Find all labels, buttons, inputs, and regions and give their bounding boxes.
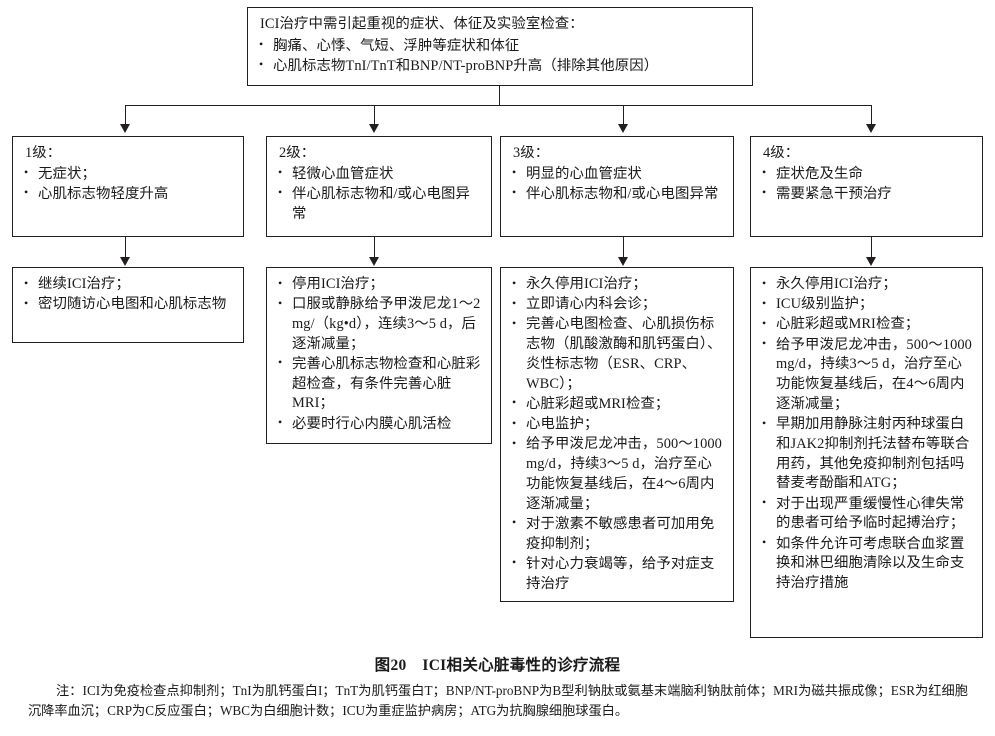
list-item: 早期加用静脉注射丙种球蛋白和JAK2抑制剂托法替布等联合用药，其他免疫抑制剂包括… <box>761 415 972 494</box>
treatment-grade-2-box: 停用ICI治疗； 口服或静脉给予甲泼尼龙1～2 mg/（kg•d），连续3～5 … <box>266 267 492 444</box>
list-item: ICU级别监护； <box>761 295 972 315</box>
grade-3-box: 3级： 明显的心血管症状 伴心肌标志物和/或心电图异常 <box>500 136 734 237</box>
connector-grade-1-to-treatment <box>125 237 127 257</box>
figure-caption: 图20 ICI相关心脏毒性的诊疗流程 <box>374 657 621 674</box>
list-item: 对于出现严重缓慢性心律失常的患者可给予临时起搏治疗； <box>761 494 972 534</box>
connector-to-grade-1 <box>125 105 127 124</box>
connector-to-grade-3 <box>623 105 625 124</box>
list-item: 如条件允许可考虑联合血浆置换和淋巴细胞清除以及生命支持治疗措施 <box>761 534 972 594</box>
list-item: 立即请心内科会诊； <box>511 295 723 315</box>
treatment-grade-3-box: 永久停用ICI治疗； 立即请心内科会诊； 完善心电图检查、心肌损伤标志物（肌酸激… <box>500 267 734 602</box>
list-item: 给予甲泼尼龙冲击，500～1000 mg/d，持续3～5 d，治疗至心功能恢复基… <box>761 335 972 415</box>
list-item: 停用ICI治疗； <box>277 275 481 295</box>
list-item: 伴心肌标志物和/或心电图异常 <box>511 184 723 205</box>
list-item: 完善心肌标志物检查和心脏彩超检查，有条件完善心脏MRI； <box>277 354 481 414</box>
connector-to-grade-4 <box>871 105 873 124</box>
list-item: 给予甲泼尼龙冲击，500～1000 mg/d，持续3～5 d，治疗至心功能恢复基… <box>511 435 723 514</box>
list-item: 心脏彩超或MRI检查； <box>511 394 723 415</box>
connector-grade-3-to-treatment <box>623 237 625 257</box>
grade-2-list: 轻微心血管症状 伴心肌标志物和/或心电图异常 <box>277 164 481 225</box>
arrowhead-to-treatment-1 <box>120 257 130 266</box>
list-item: 明显的心血管症状 <box>511 164 723 185</box>
grade-2-box: 2级： 轻微心血管症状 伴心肌标志物和/或心电图异常 <box>266 136 492 237</box>
header-box-title: ICI治疗中需引起重视的症状、体征及实验室检查： <box>260 16 584 32</box>
header-criteria-box: ICI治疗中需引起重视的症状、体征及实验室检查： 胸痛、心悸、气短、浮肿等症状和… <box>247 7 753 86</box>
list-item: 轻微心血管症状 <box>277 164 481 185</box>
grade-4-title: 4级： <box>763 145 800 161</box>
list-item: 心电监护； <box>511 415 723 435</box>
list-item: 永久停用ICI治疗； <box>511 275 723 295</box>
list-item: 永久停用ICI治疗； <box>761 275 972 295</box>
treatment-grade-1-box: 继续ICI治疗； 密切随访心电图和心肌标志物 <box>12 267 244 343</box>
grade-3-list: 明显的心血管症状 伴心肌标志物和/或心电图异常 <box>511 164 723 205</box>
grade-2-title: 2级： <box>279 145 316 161</box>
list-item: 必要时行心内膜心肌活检 <box>277 414 481 435</box>
list-item: 伴心肌标志物和/或心电图异常 <box>277 184 481 224</box>
list-item: 需要紧急干预治疗 <box>761 184 972 205</box>
treatment-grade-4-box: 永久停用ICI治疗； ICU级别监护； 心脏彩超或MRI检查； 给予甲泼尼龙冲击… <box>750 267 983 638</box>
header-box-list: 胸痛、心悸、气短、浮肿等症状和体征 心肌标志物TnI/TnT和BNP/NT-pr… <box>258 36 742 77</box>
list-item: 心肌标志物轻度升高 <box>23 184 233 205</box>
arrowhead-to-grade-1 <box>120 124 130 133</box>
connector-grade-4-to-treatment <box>871 237 873 257</box>
figure-footnote: 注：ICI为免疫检查点抑制剂；TnI为肌钙蛋白I；TnT为肌钙蛋白T；BNP/N… <box>28 681 968 721</box>
grade-3-title: 3级： <box>513 145 550 161</box>
connector-to-grade-2 <box>374 105 376 124</box>
list-item: 胸痛、心悸、气短、浮肿等症状和体征 <box>258 36 742 57</box>
arrowhead-to-grade-2 <box>369 124 379 133</box>
treatment-4-list: 永久停用ICI治疗； ICU级别监护； 心脏彩超或MRI检查； 给予甲泼尼龙冲击… <box>761 275 972 594</box>
treatment-3-list: 永久停用ICI治疗； 立即请心内科会诊； 完善心电图检查、心肌损伤标志物（肌酸激… <box>511 275 723 594</box>
connector-distribution-bar <box>125 105 872 107</box>
footnote-text: 注：ICI为免疫检查点抑制剂；TnI为肌钙蛋白I；TnT为肌钙蛋白T；BNP/N… <box>28 683 968 719</box>
list-item: 针对心力衰竭等，给予对症支持治疗 <box>511 554 723 594</box>
connector-header-stem <box>499 86 501 106</box>
list-item: 心肌标志物TnI/TnT和BNP/NT-proBNP升高（排除其他原因） <box>258 56 742 77</box>
connector-grade-2-to-treatment <box>374 237 376 257</box>
list-item: 症状危及生命 <box>761 164 972 185</box>
treatment-2-list: 停用ICI治疗； 口服或静脉给予甲泼尼龙1～2 mg/（kg•d），连续3～5 … <box>277 275 481 434</box>
arrowhead-to-grade-4 <box>866 124 876 133</box>
arrowhead-to-treatment-4 <box>866 257 876 266</box>
treatment-1-list: 继续ICI治疗； 密切随访心电图和心肌标志物 <box>23 275 233 315</box>
list-item: 密切随访心电图和心肌标志物 <box>23 295 233 315</box>
grade-4-box: 4级： 症状危及生命 需要紧急干预治疗 <box>750 136 983 237</box>
arrowhead-to-grade-3 <box>618 124 628 133</box>
list-item: 对于激素不敏感患者可加用免疫抑制剂； <box>511 514 723 554</box>
list-item: 完善心电图检查、心肌损伤标志物（肌酸激酶和肌钙蛋白）、炎性标志物（ESR、CRP… <box>511 315 723 394</box>
arrowhead-to-treatment-3 <box>618 257 628 266</box>
arrowhead-to-treatment-2 <box>369 257 379 266</box>
grade-1-list: 无症状； 心肌标志物轻度升高 <box>23 164 233 205</box>
grade-1-title: 1级： <box>25 145 62 161</box>
list-item: 无症状； <box>23 164 233 185</box>
grade-1-box: 1级： 无症状； 心肌标志物轻度升高 <box>12 136 244 237</box>
list-item: 心脏彩超或MRI检查； <box>761 315 972 335</box>
list-item: 继续ICI治疗； <box>23 275 233 295</box>
list-item: 口服或静脉给予甲泼尼龙1～2 mg/（kg•d），连续3～5 d，后逐渐减量； <box>277 295 481 354</box>
grade-4-list: 症状危及生命 需要紧急干预治疗 <box>761 164 972 205</box>
